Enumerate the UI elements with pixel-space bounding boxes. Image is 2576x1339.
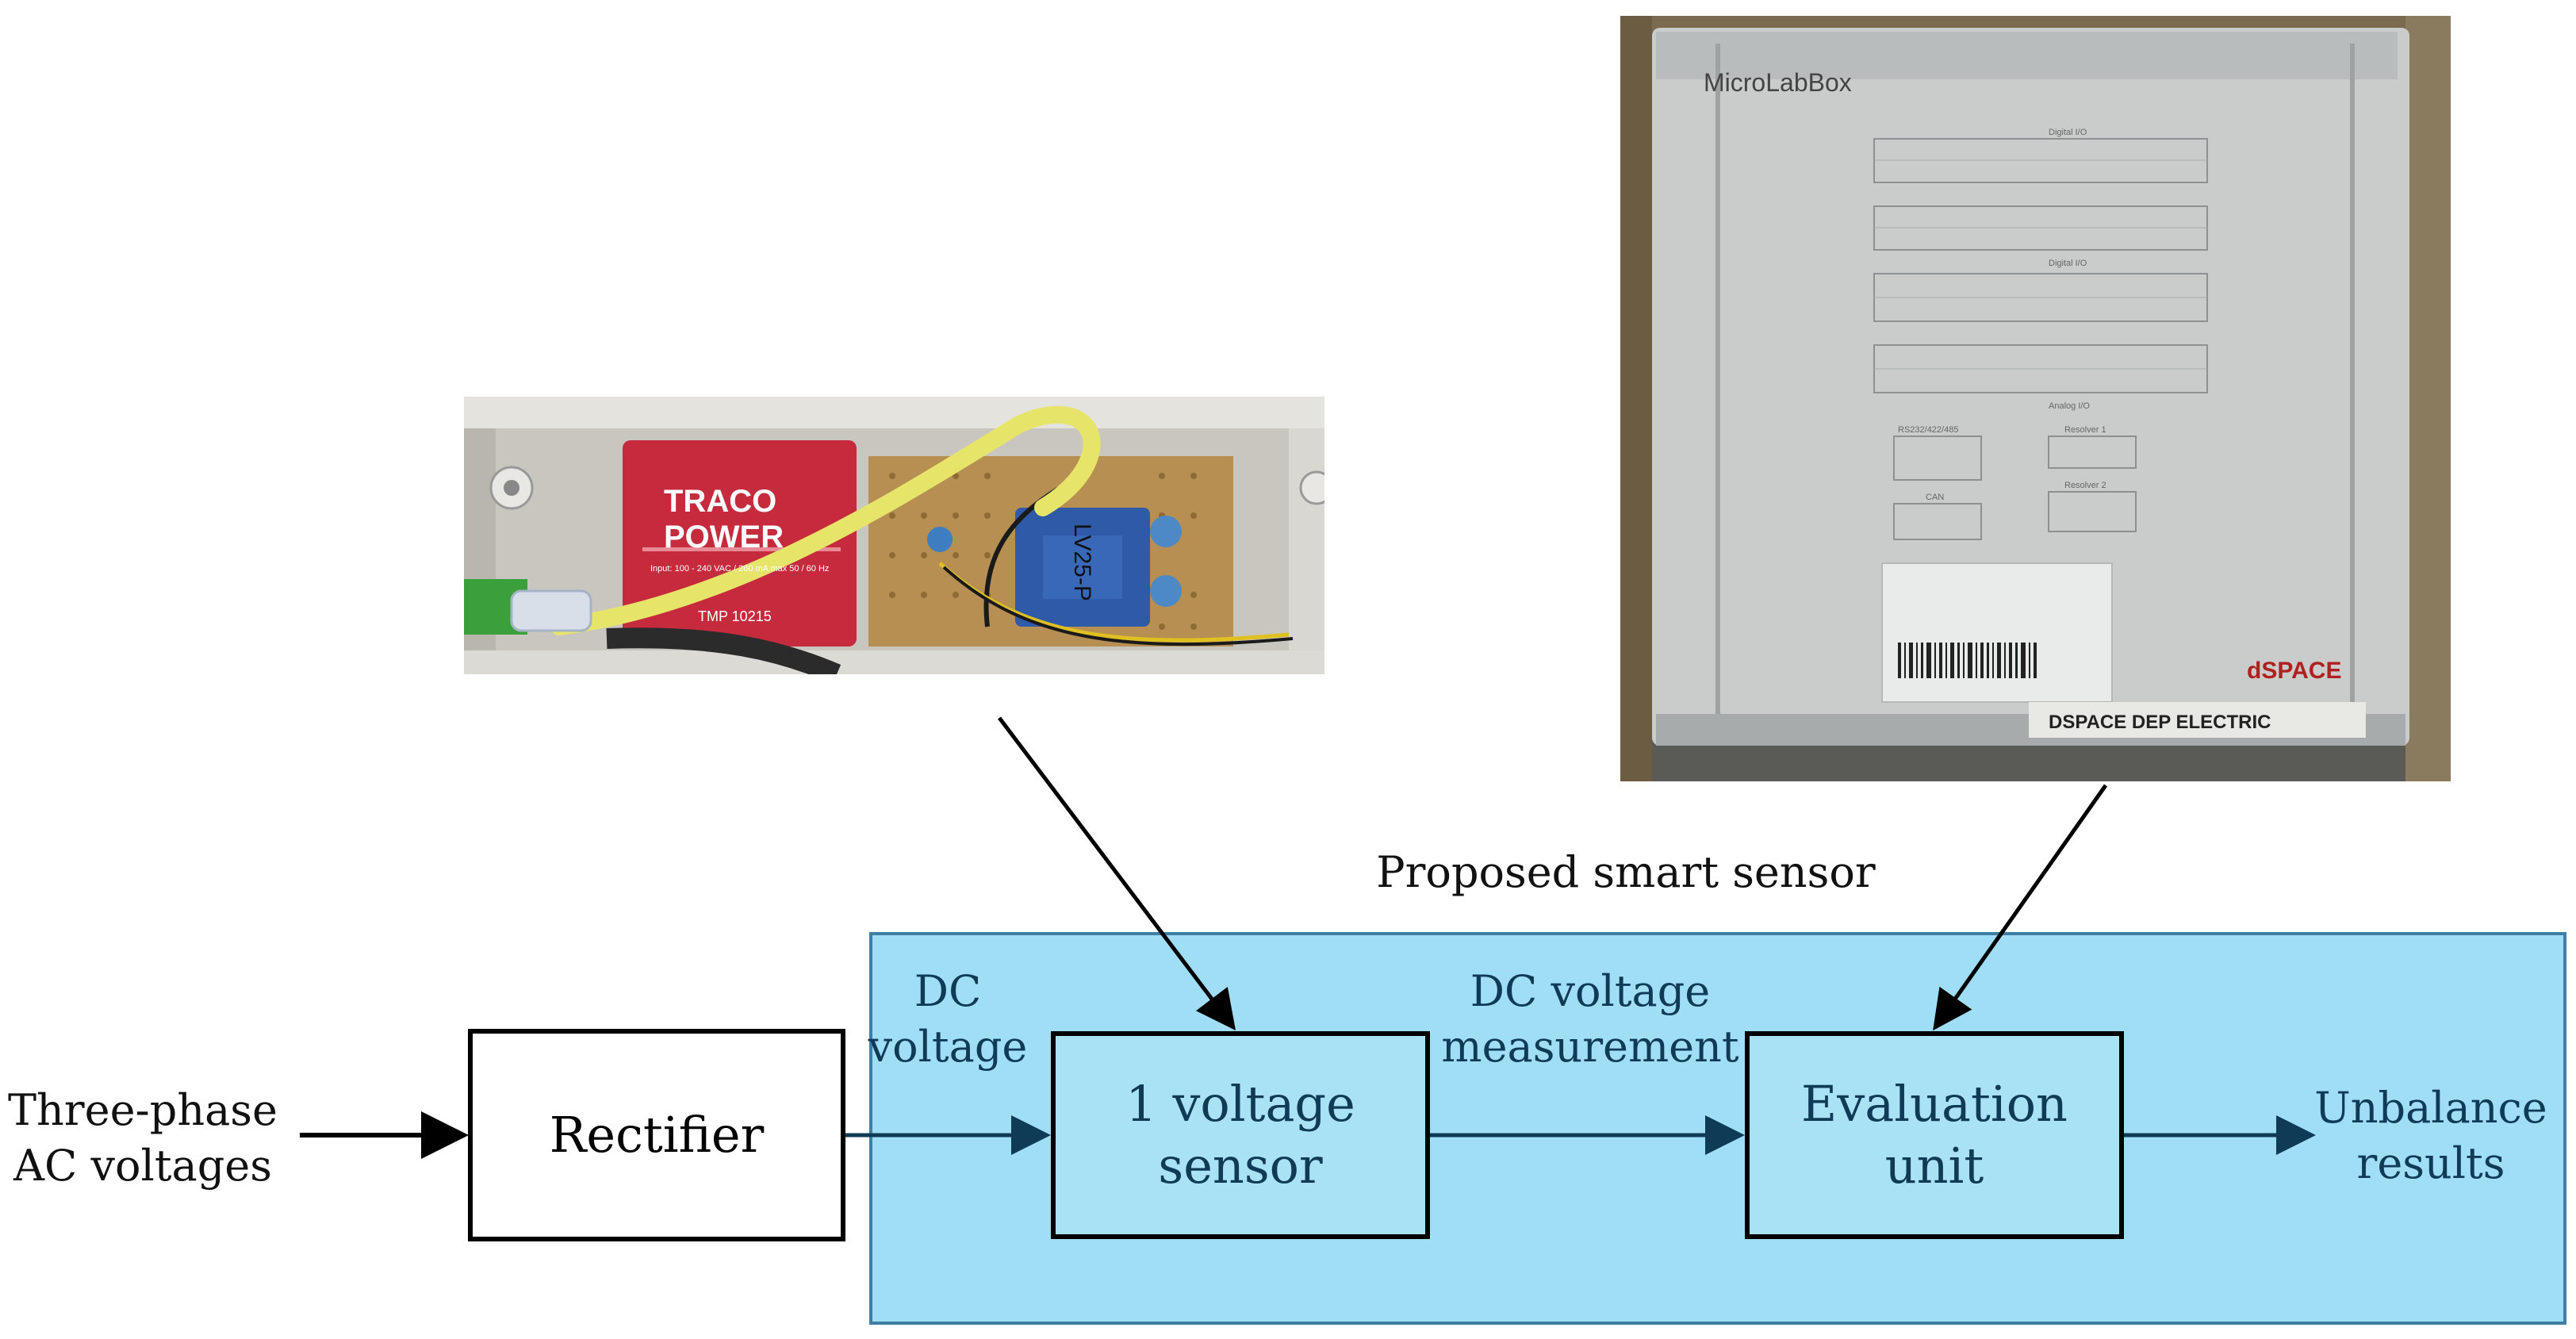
evaluation-unit-label-line1: Evaluation bbox=[1801, 1075, 2068, 1133]
analog-io-label-bottom: Analog I/O bbox=[2049, 401, 2090, 411]
traco-brand-line2: POWER bbox=[664, 520, 784, 554]
dspace-tag-label: DSPACE DEP ELECTRIC bbox=[2049, 712, 2271, 733]
board-photo-pointer-arrow bbox=[998, 716, 1236, 1030]
dspace-logo: dSPACE bbox=[2247, 658, 2341, 684]
resolver2-label: Resolver 2 bbox=[2064, 481, 2106, 490]
dc-measurement-label-line2: measurement bbox=[1441, 1022, 1739, 1072]
smart-sensor-title: Proposed smart sensor bbox=[1376, 847, 1876, 897]
digital-io-label-bottom: Digital I/O bbox=[2049, 259, 2087, 268]
rectifier-block: Rectifier bbox=[468, 1029, 845, 1241]
traco-part-number: TMP 10215 bbox=[698, 608, 772, 624]
rectifier-label: Rectifier bbox=[549, 1106, 765, 1164]
sensor-board-photo: TRACO POWER Input: 100 - 240 VAC / 260 m… bbox=[464, 397, 1324, 674]
microlabbox-photo: MicroLabBox Digital I/O Digital I/O Anal… bbox=[1620, 16, 2451, 781]
dc-voltage-label-line2: voltage bbox=[868, 1022, 1028, 1072]
microlabbox-product-label: MicroLabBox bbox=[1704, 68, 1852, 97]
dc-measurement-label-line1: DC voltage bbox=[1470, 966, 1711, 1016]
traco-brand-line1: TRACO bbox=[664, 484, 776, 519]
input-label: Three-phase AC voltages bbox=[0, 1083, 286, 1194]
digital-io-label-top: Digital I/O bbox=[2049, 128, 2087, 137]
input-label-line2: AC voltages bbox=[13, 1141, 272, 1191]
can-label: CAN bbox=[1926, 493, 1944, 502]
resolver1-label: Resolver 1 bbox=[2064, 425, 2106, 435]
voltage-sensor-block: 1 voltage sensor bbox=[1051, 1031, 1430, 1239]
rs232-label: RS232/422/485 bbox=[1898, 425, 1958, 435]
dc-voltage-label-line1: DC bbox=[914, 966, 982, 1016]
lv25-label: LV25-P bbox=[1069, 524, 1095, 601]
traco-module-text: Input: 100 - 240 VAC / 260 mA max 50 / 6… bbox=[650, 564, 829, 574]
output-label-line2: results bbox=[2356, 1138, 2505, 1188]
microlabbox-pointer-arrow bbox=[1933, 784, 2108, 1031]
output-label: Unbalance results bbox=[2308, 1080, 2554, 1191]
evaluation-unit-label-line2: unit bbox=[1884, 1137, 1984, 1195]
dc-measurement-label: DC voltage measurement bbox=[1439, 964, 1741, 1075]
output-label-line1: Unbalance bbox=[2314, 1083, 2547, 1133]
voltage-sensor-label-line2: sensor bbox=[1158, 1137, 1323, 1195]
evaluation-unit-block: Evaluation unit bbox=[1745, 1031, 2124, 1239]
input-label-line1: Three-phase bbox=[8, 1085, 278, 1135]
voltage-sensor-label-line1: 1 voltage bbox=[1125, 1075, 1355, 1133]
dc-voltage-label: DC voltage bbox=[864, 964, 1031, 1075]
